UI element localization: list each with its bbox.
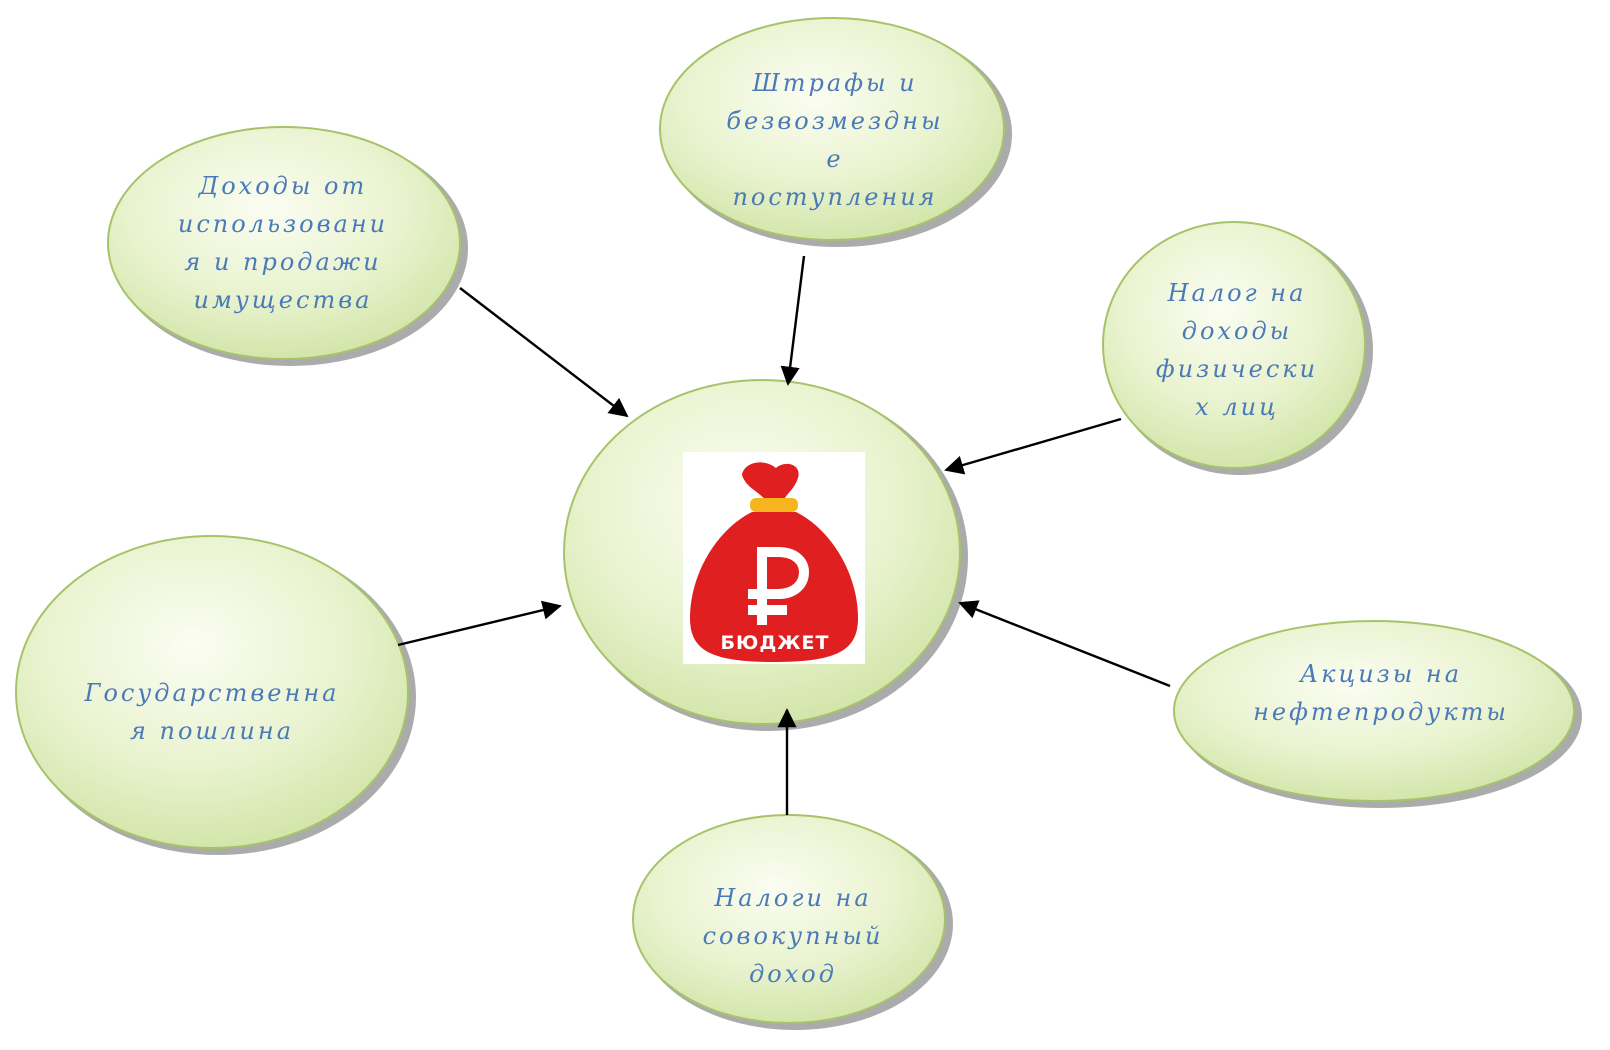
node-fines-ellipse <box>659 17 1005 241</box>
arrow-duty <box>397 600 562 647</box>
bag-label: БЮДЖЕТ <box>721 632 830 654</box>
arrow-excise <box>958 600 1171 688</box>
node-excise-ellipse <box>1173 620 1575 802</box>
arrow-ndfl <box>944 417 1122 475</box>
node-aggregate-ellipse <box>632 814 946 1024</box>
node-label-property: Доходы от использовани я и продажи имуще… <box>177 172 389 314</box>
node-label-excise: Акцизы на нефтепродукты <box>1253 660 1509 726</box>
arrow-fines <box>780 255 806 386</box>
node-label-ndfl: Налог на доходы физически х лиц <box>1155 279 1319 421</box>
arrows <box>397 255 1171 815</box>
node-ndfl-ellipse <box>1102 221 1366 469</box>
node-label-duty: Государственна я пошлина <box>84 679 340 745</box>
node-label-aggregate: Налоги на совокупный доход <box>702 884 884 988</box>
ruble-money-bag-icon: БЮДЖЕТ <box>683 452 865 664</box>
arrow-property <box>459 287 629 418</box>
node-label-fines: Штрафы и безвозмездны е поступления <box>726 69 944 211</box>
node-duty-ellipse <box>15 535 409 849</box>
node-property-ellipse <box>107 126 461 360</box>
